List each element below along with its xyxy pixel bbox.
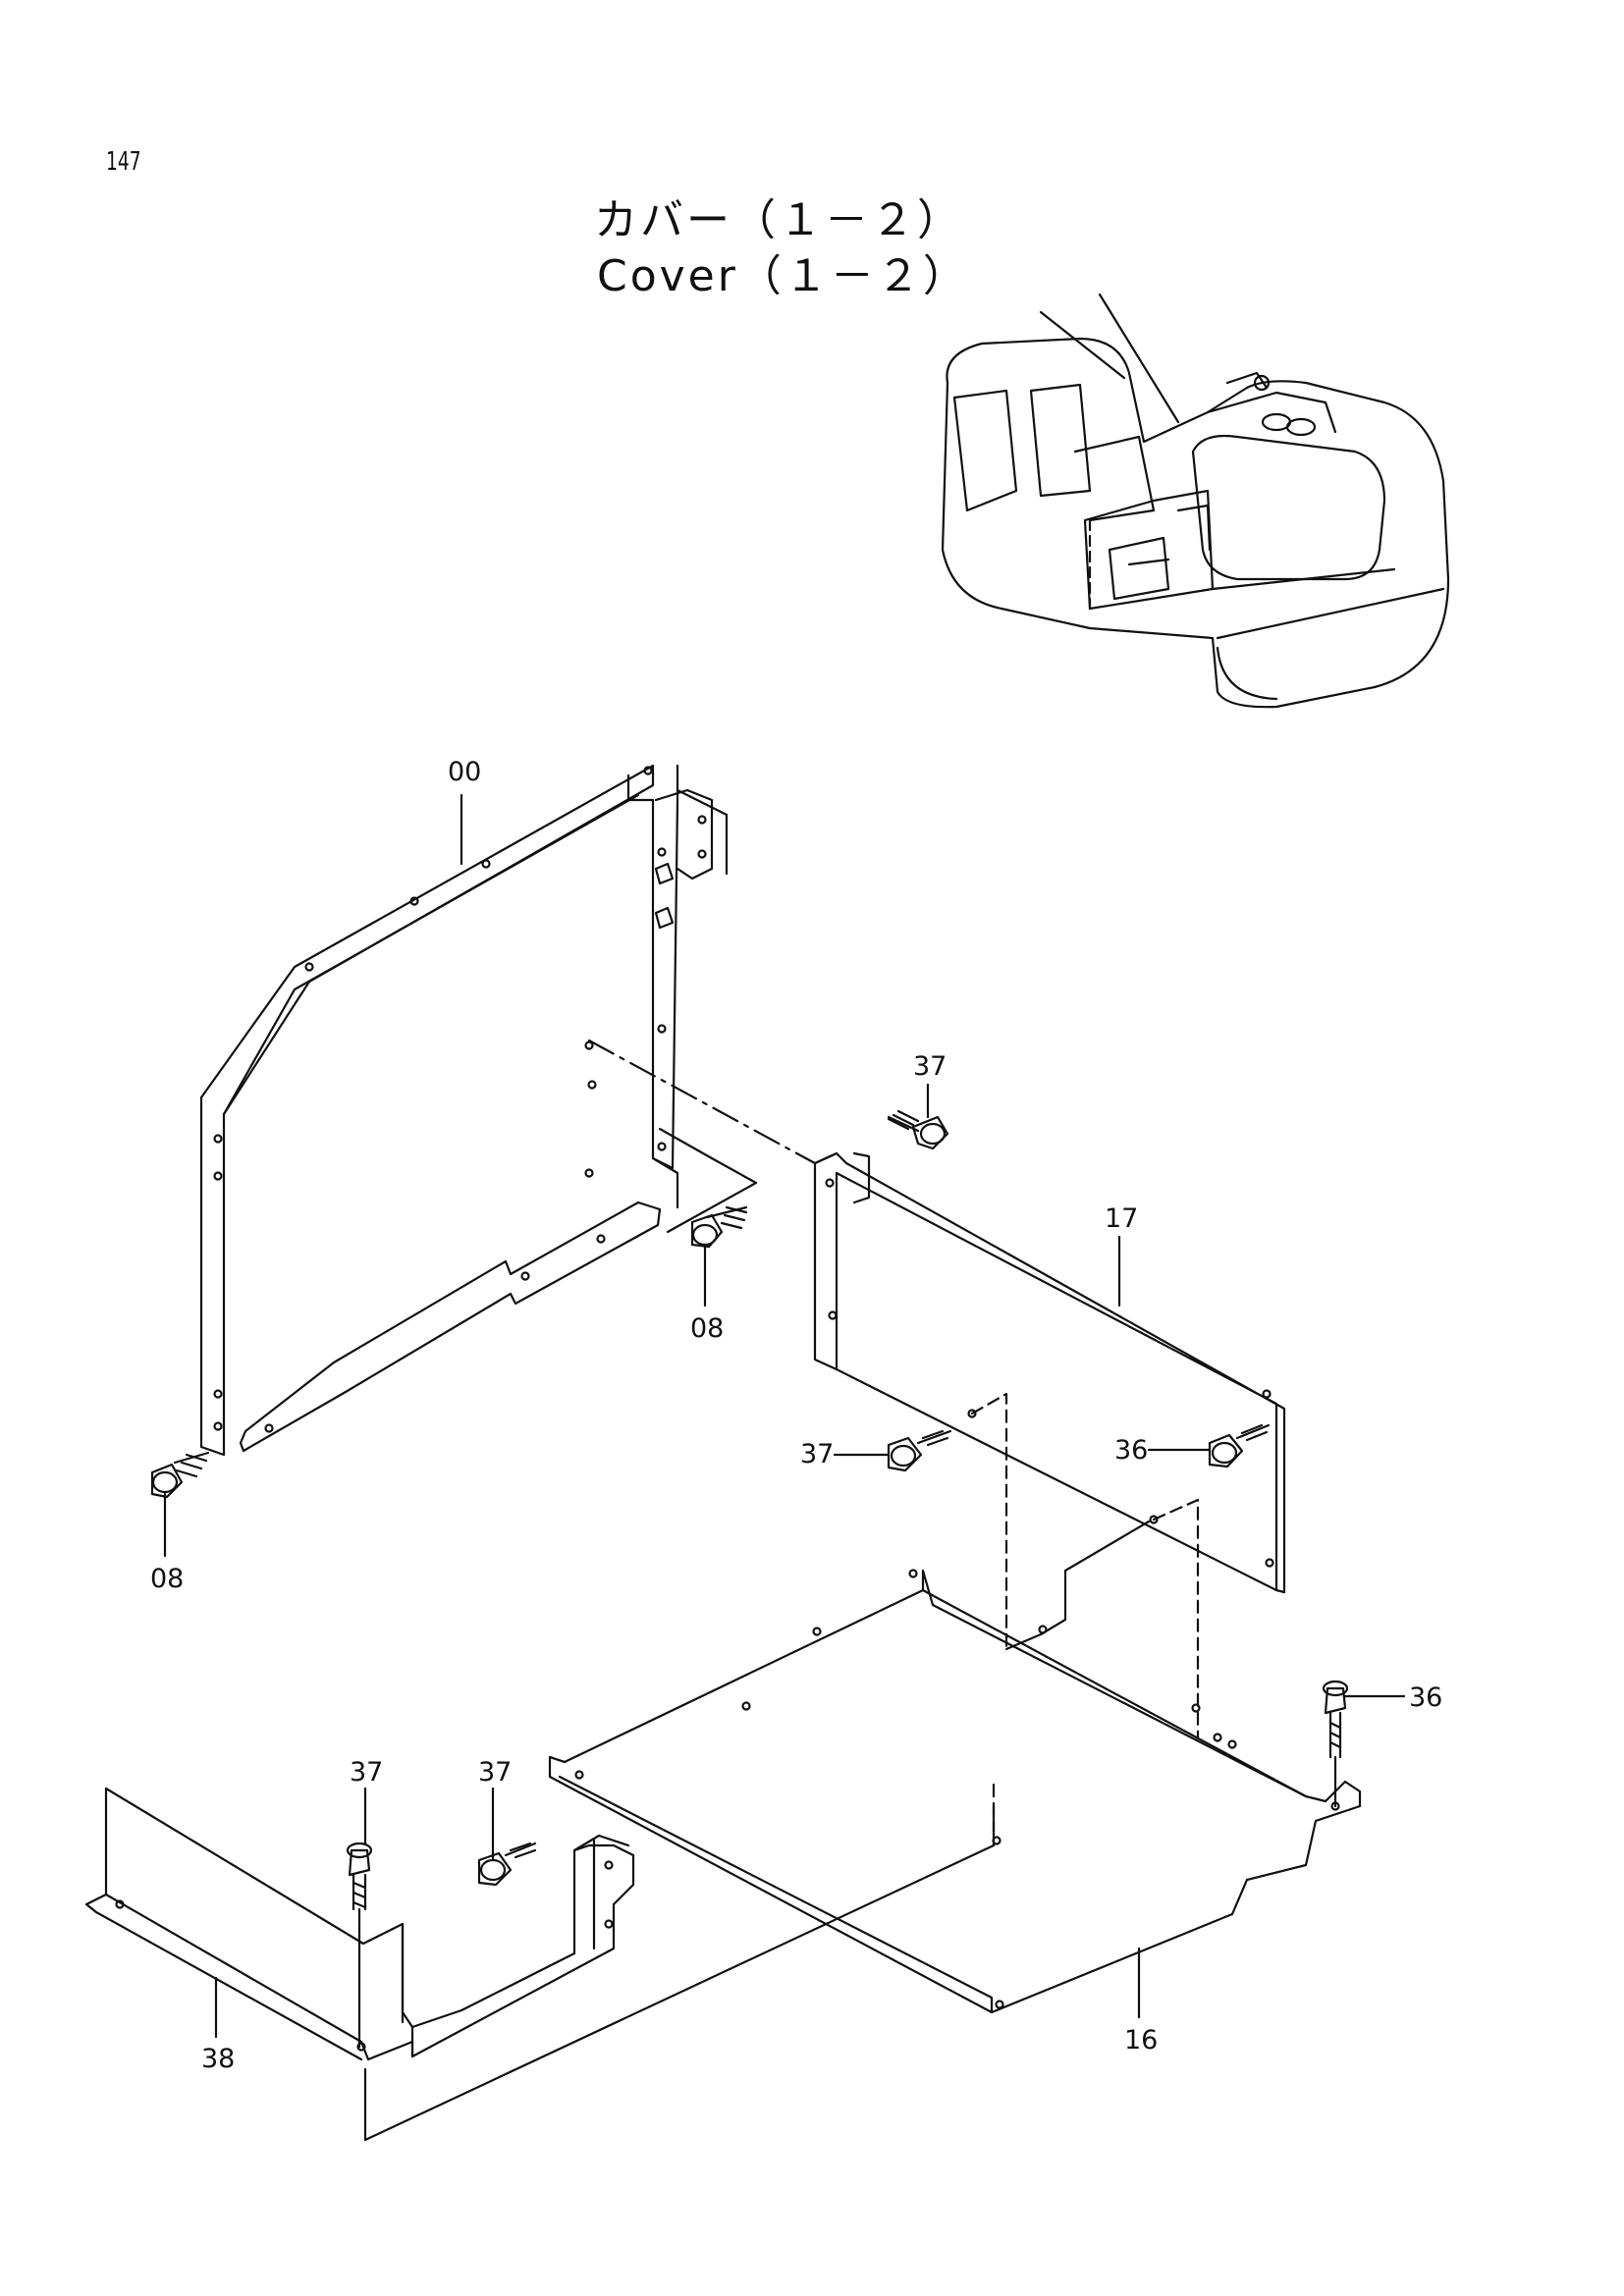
part-17-panel [813,1151,1286,1739]
callout-08-middle: 08 [690,1313,724,1344]
bolt-37-middle [887,1429,952,1472]
bolt-36-right [1208,1423,1271,1468]
part-16-floor-plate [548,1520,1362,2014]
callout-00: 00 [448,757,481,787]
bolt-37-bottom-b [477,1842,537,1887]
title-english: Cover（１－２） [597,251,969,301]
part-38-bracket [84,1787,996,2142]
bolt-08-middle [690,1205,748,1249]
leader-lines [163,793,1406,2039]
bolt-36-floor [1322,1680,1349,1808]
bolt-37-bottom-a [346,1842,373,2049]
callout-36-floor: 36 [1409,1682,1442,1713]
callout-37-middle: 37 [800,1439,834,1469]
page-number: 147 [106,147,141,177]
callout-08-left: 08 [150,1564,184,1594]
callout-37-bottom-a: 37 [350,1757,383,1788]
callout-37-upper: 37 [913,1051,947,1082]
callout-16: 16 [1124,2025,1158,2056]
callout-17: 17 [1105,1203,1138,1234]
callout-38: 38 [201,2044,235,2074]
part-00-frame [199,764,758,1457]
bolt-08-left [150,1451,210,1499]
callout-37-bottom-b: 37 [478,1757,512,1788]
bolt-37-upper [887,1109,949,1150]
callout-36-right: 36 [1114,1435,1148,1466]
title-japanese: カバー（１－２） [594,195,963,245]
excavator-location-illustration [941,293,1450,709]
